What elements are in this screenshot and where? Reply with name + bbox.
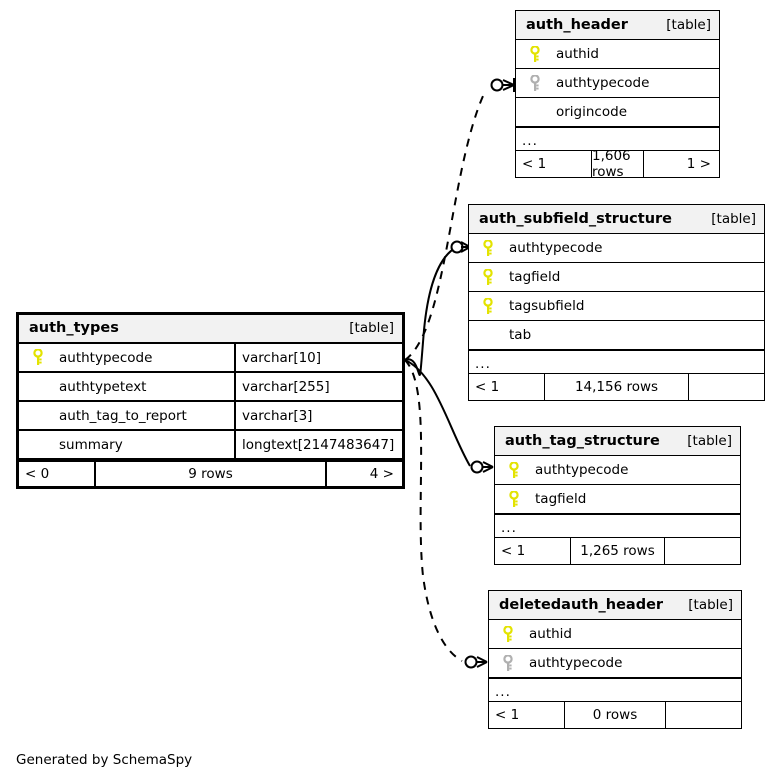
- row-count: 9 rows: [94, 462, 327, 486]
- table-header-auth-subfield-structure: auth_subfield_structure [table]: [469, 205, 764, 234]
- table-name: auth_types: [29, 320, 119, 336]
- row-count: 0 rows: [564, 702, 666, 728]
- index-key-icon: [489, 654, 527, 672]
- table-row[interactable]: tagsubfield: [469, 292, 764, 321]
- column-name: authtypecode: [529, 655, 623, 671]
- table-tag: [table]: [687, 432, 732, 449]
- column-type: longtext[2147483647]: [234, 431, 402, 458]
- primary-key-icon: [495, 490, 533, 508]
- column-name: tab: [509, 327, 532, 343]
- table-row[interactable]: authtypetext varchar[255]: [19, 373, 402, 402]
- table-name: auth_subfield_structure: [479, 210, 672, 227]
- table-footer-deletedauth-header: < 1 0 rows: [489, 702, 741, 728]
- column-name: authtypecode: [509, 240, 603, 256]
- table-row[interactable]: tab: [469, 321, 764, 350]
- parent-relation-count[interactable]: < 0: [25, 466, 50, 482]
- column-name: authtypecode: [59, 349, 153, 366]
- primary-key-icon: [469, 239, 507, 257]
- primary-key-icon: [19, 349, 57, 366]
- table-auth-tag-structure[interactable]: auth_tag_structure [table] authtypecode …: [494, 426, 741, 565]
- table-header-auth-tag-structure: auth_tag_structure [table]: [495, 427, 740, 456]
- table-header-auth-header: auth_header [table]: [516, 11, 719, 40]
- column-name: tagfield: [535, 491, 587, 507]
- column-type: varchar[10]: [234, 344, 402, 371]
- more-columns-ellipsis: ...: [516, 127, 719, 151]
- more-columns-ellipsis: ...: [469, 350, 764, 374]
- parent-relation-count[interactable]: < 1: [475, 379, 500, 395]
- table-footer-auth-types: < 0 9 rows 4 >: [19, 460, 402, 486]
- child-relation-count[interactable]: [666, 702, 741, 728]
- table-auth-types[interactable]: auth_types [table] authtypecode varchar[…: [16, 312, 405, 489]
- primary-key-icon: [489, 625, 527, 643]
- table-row[interactable]: tagfield: [495, 485, 740, 514]
- row-count: 14,156 rows: [544, 374, 689, 400]
- table-row[interactable]: authtypecode: [469, 234, 764, 263]
- parent-relation-count[interactable]: < 1: [522, 156, 547, 172]
- parent-relation-count[interactable]: < 1: [501, 543, 526, 559]
- more-columns-ellipsis: ...: [495, 514, 740, 538]
- table-footer-auth-header: < 1 1,606 rows 1 >: [516, 148, 719, 180]
- primary-key-icon: [469, 268, 507, 286]
- table-auth-header[interactable]: auth_header [table] authid authtypecode …: [515, 10, 720, 180]
- table-tag: [table]: [711, 210, 756, 227]
- table-row[interactable]: origincode: [516, 98, 719, 127]
- table-footer-auth-tag-structure: < 1 1,265 rows: [495, 538, 740, 564]
- column-name: origincode: [556, 104, 627, 120]
- table-auth-subfield-structure[interactable]: auth_subfield_structure [table] authtype…: [468, 204, 765, 401]
- column-name: authid: [529, 626, 572, 642]
- column-name: auth_tag_to_report: [59, 407, 187, 424]
- table-row[interactable]: authtypecode: [495, 456, 740, 485]
- edge-auth-types-to-deletedauth-header: [404, 359, 463, 662]
- table-row[interactable]: summary longtext[2147483647]: [19, 431, 402, 460]
- index-key-icon: [516, 74, 554, 92]
- table-row[interactable]: tagfield: [469, 263, 764, 292]
- edge-auth-types-to-auth-tag-structure: [404, 359, 471, 467]
- table-deletedauth-header[interactable]: deletedauth_header [table] authid authty…: [488, 590, 742, 729]
- parent-relation-count[interactable]: < 1: [495, 707, 520, 723]
- edge-auth-types-to-auth-subfield-structure: [404, 247, 456, 376]
- column-name: tagfield: [509, 269, 561, 285]
- table-header-deletedauth-header: deletedauth_header [table]: [489, 591, 741, 620]
- child-relation-count[interactable]: 1 >: [686, 156, 711, 172]
- primary-key-icon: [495, 461, 533, 479]
- column-name: summary: [59, 436, 123, 453]
- table-row[interactable]: auth_tag_to_report varchar[3]: [19, 402, 402, 431]
- column-name: authtypecode: [535, 462, 629, 478]
- column-name: tagsubfield: [509, 298, 585, 314]
- edge-endpoint-deletedauth-header: [464, 655, 488, 669]
- table-tag: [table]: [688, 596, 733, 613]
- table-name: auth_tag_structure: [505, 432, 660, 449]
- row-count: 1,606 rows: [591, 148, 644, 180]
- table-row[interactable]: authtypecode varchar[10]: [19, 344, 402, 373]
- table-tag: [table]: [666, 16, 711, 33]
- table-name: deletedauth_header: [499, 596, 664, 613]
- table-header-auth-types: auth_types [table]: [19, 315, 402, 344]
- column-type: varchar[255]: [234, 373, 402, 400]
- column-type: varchar[3]: [234, 402, 402, 429]
- table-row[interactable]: authtypecode: [516, 69, 719, 98]
- column-name: authtypetext: [59, 378, 147, 395]
- column-name: authtypecode: [556, 75, 650, 91]
- child-relation-count[interactable]: [665, 538, 740, 564]
- child-relation-count[interactable]: 4 >: [369, 466, 394, 482]
- edge-endpoint-auth-tag-structure: [470, 460, 494, 474]
- table-name: auth_header: [526, 16, 628, 33]
- column-name: authid: [556, 46, 599, 62]
- table-tag: [table]: [349, 320, 394, 336]
- primary-key-icon: [469, 297, 507, 315]
- generated-by-label: Generated by SchemaSpy: [16, 752, 193, 768]
- row-count: 1,265 rows: [570, 538, 665, 564]
- table-footer-auth-subfield-structure: < 1 14,156 rows: [469, 374, 764, 400]
- more-columns-ellipsis: ...: [489, 678, 741, 702]
- child-relation-count[interactable]: [689, 374, 764, 400]
- edge-endpoint-auth-header: [490, 78, 515, 92]
- table-row[interactable]: authtypecode: [489, 649, 741, 678]
- table-row[interactable]: authid: [489, 620, 741, 649]
- table-row[interactable]: authid: [516, 40, 719, 69]
- primary-key-icon: [516, 45, 554, 63]
